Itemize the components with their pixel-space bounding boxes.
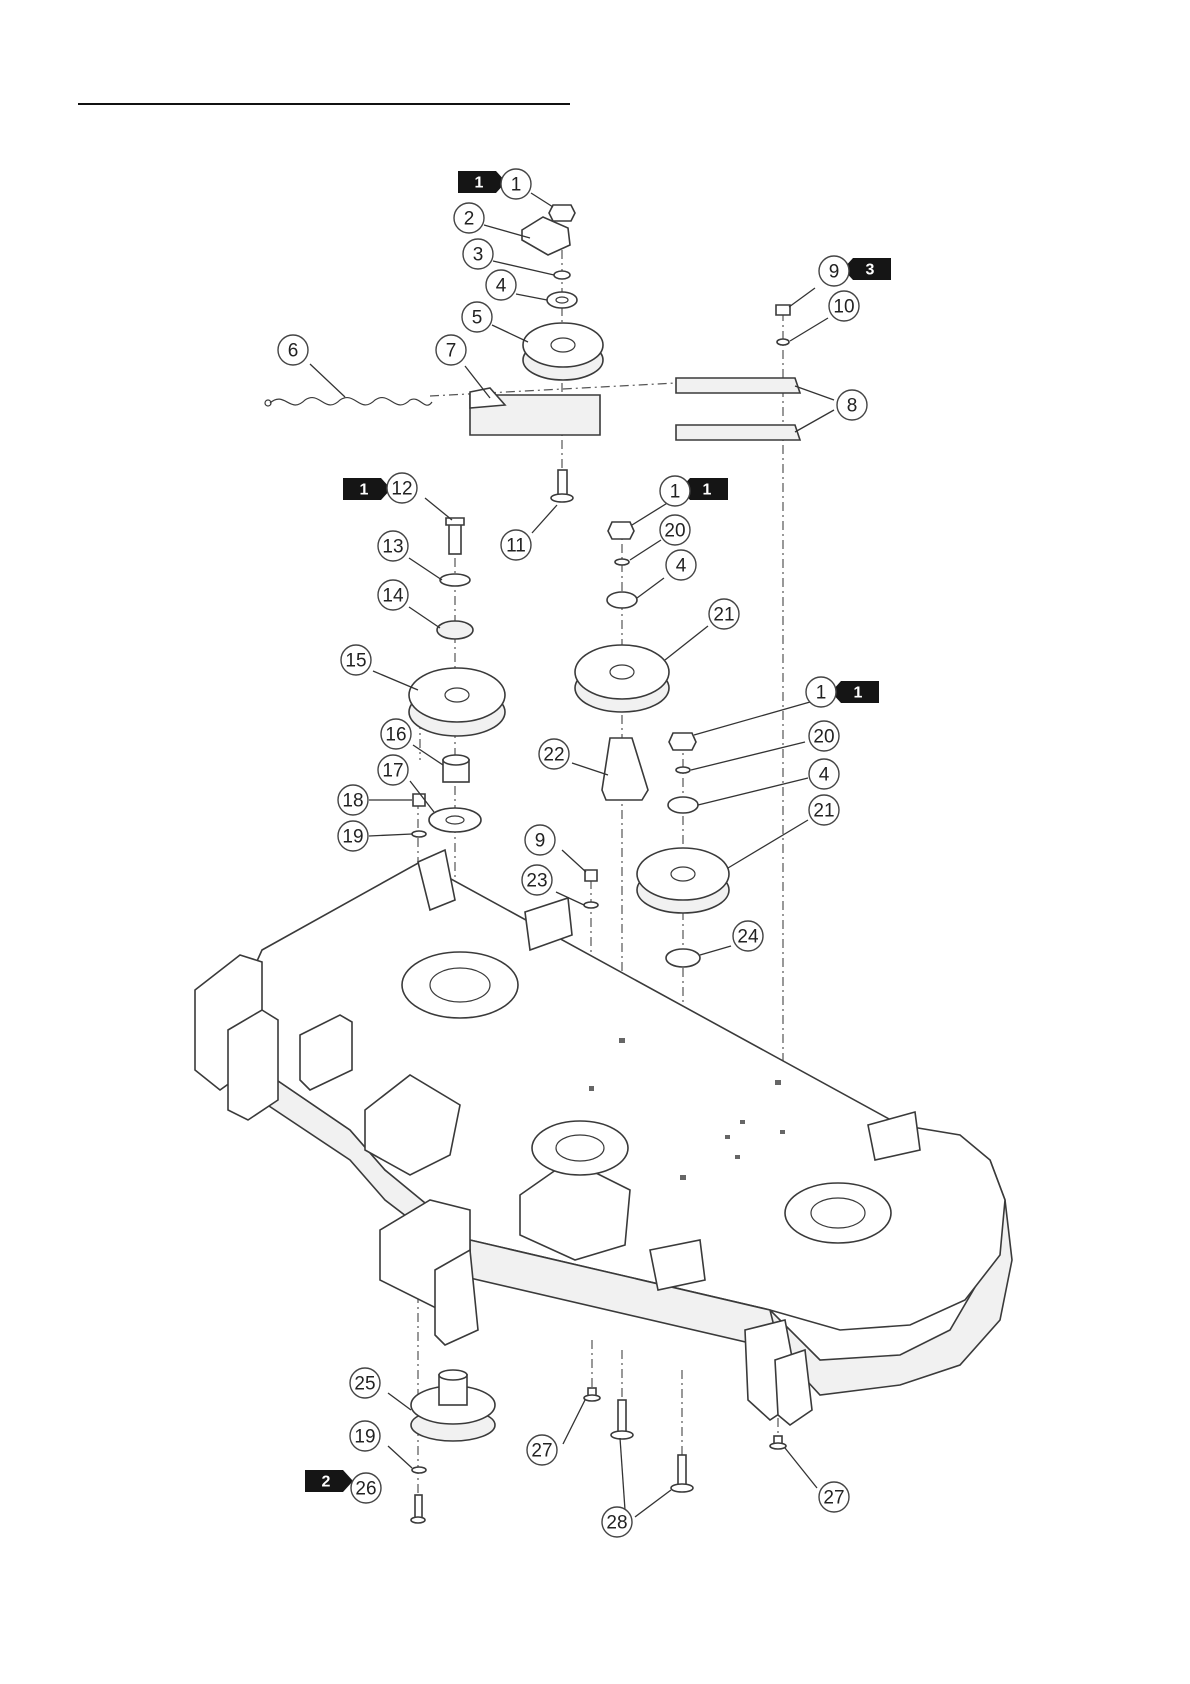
callout-23: 23 [522,865,552,895]
callout-4: 4 [666,550,696,580]
note-tag-label: 1 [703,482,712,499]
mower-deck [195,850,1012,1425]
callout-label: 11 [506,536,526,557]
note-tag-label: 1 [475,175,484,192]
callout-11: 11 [501,530,531,560]
callout-label: 25 [354,1374,375,1395]
callout-label: 24 [737,927,759,948]
callout-21: 21 [709,599,739,629]
callout-4: 4 [486,270,516,300]
callout-label: 28 [606,1513,627,1534]
callout-label: 4 [496,276,507,297]
callout-label: 2 [464,209,475,230]
callout-label: 9 [829,262,840,283]
callout-label: 26 [355,1479,376,1500]
note-tag-1: 1 [831,681,879,703]
callout-20: 20 [660,515,690,545]
callout-label: 22 [543,745,564,766]
callout-7: 7 [436,335,466,365]
callout-20: 20 [809,721,839,751]
callout-13: 13 [378,531,408,561]
callout-27: 27 [527,1435,557,1465]
note-tag-2: 2 [305,1470,353,1492]
callout-label: 8 [847,396,858,417]
callout-27: 27 [819,1482,849,1512]
callout-6: 6 [278,335,308,365]
callout-label: 16 [385,725,406,746]
callout-label: 4 [676,556,687,577]
callout-25: 25 [350,1368,380,1398]
callout-1: 1 [660,476,690,506]
callout-26: 26 [351,1473,381,1503]
callout-label: 20 [664,521,685,542]
callout-19: 19 [350,1421,380,1451]
callout-18: 18 [338,785,368,815]
callout-label: 13 [382,537,403,558]
callout-19: 19 [338,821,368,851]
callout-label: 1 [511,175,522,196]
callout-label: 21 [713,605,734,626]
callout-8: 8 [837,390,867,420]
callout-label: 1 [670,482,681,503]
callout-label: 12 [391,479,412,500]
note-tag-label: 3 [866,262,875,279]
callout-label: 7 [446,341,457,362]
note-tag-label: 1 [854,685,863,702]
callout-label: 6 [288,341,299,362]
callout-label: 14 [382,586,404,607]
callout-21: 21 [809,795,839,825]
callout-label: 1 [816,683,827,704]
callout-3: 3 [463,239,493,269]
note-tag-label: 2 [322,1474,331,1491]
callout-14: 14 [378,580,408,610]
callout-label: 17 [382,761,403,782]
note-tag-1: 1 [343,478,391,500]
callout-9: 9 [525,825,555,855]
callout-16: 16 [381,719,411,749]
callout-9: 9 [819,256,849,286]
callout-label: 9 [535,831,546,852]
callout-label: 15 [345,651,366,672]
callout-5: 5 [462,302,492,332]
note-tag-1: 1 [458,171,506,193]
callout-12: 12 [387,473,417,503]
note-tag-label: 1 [360,482,369,499]
callout-label: 23 [526,871,547,892]
callout-label: 19 [342,827,363,848]
callout-4: 4 [809,759,839,789]
callout-label: 3 [473,245,484,266]
callout-label: 27 [823,1488,844,1509]
callout-22: 22 [539,739,569,769]
callout-28: 28 [602,1507,632,1537]
callout-17: 17 [378,755,408,785]
callout-label: 4 [819,765,830,786]
callout-label: 19 [354,1427,375,1448]
callout-24: 24 [733,921,763,951]
callout-1: 1 [806,677,836,707]
callout-1: 1 [501,169,531,199]
callout-label: 18 [342,791,363,812]
callout-label: 20 [813,727,834,748]
callout-2: 2 [454,203,484,233]
note-tag-3: 3 [843,258,891,280]
callout-label: 10 [833,297,854,318]
callout-label: 21 [813,801,834,822]
callout-label: 5 [472,308,483,329]
callout-10: 10 [829,291,859,321]
callout-label: 27 [531,1441,552,1462]
callout-15: 15 [341,645,371,675]
